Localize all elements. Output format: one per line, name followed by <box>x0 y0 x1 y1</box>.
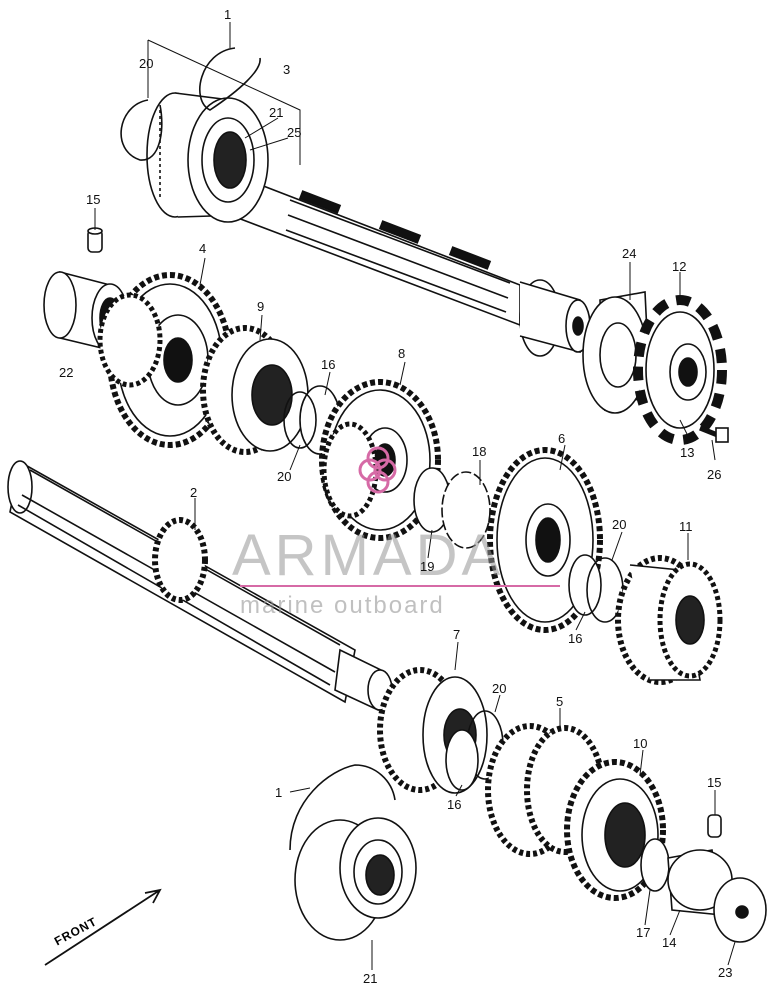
snap-ring-1-upper <box>199 47 261 111</box>
callout-24: 24 <box>622 246 637 261</box>
washer-17 <box>640 838 670 892</box>
callout-7: 7 <box>453 627 461 642</box>
upper-countershaft <box>229 173 591 357</box>
callout-18: 18 <box>472 444 487 459</box>
callout-5: 5 <box>556 694 564 709</box>
callout-23: 23 <box>718 965 733 980</box>
callout-20-right: 20 <box>612 517 627 532</box>
callout-15-lower: 15 <box>707 775 722 790</box>
drive-sprocket-12 <box>633 295 727 445</box>
snap-ring-20-mid <box>283 391 317 449</box>
callout-16-lower: 16 <box>447 797 462 812</box>
snap-ring-1-lower <box>289 764 396 851</box>
armada-logo-mark <box>358 446 397 494</box>
callout-11: 11 <box>679 519 693 534</box>
lower-bearing <box>294 817 417 941</box>
callout-15-upper: 15 <box>86 192 101 207</box>
callout-20-mid: 20 <box>277 469 292 484</box>
bolt-26 <box>699 425 729 443</box>
callout-13: 13 <box>680 445 695 460</box>
callout-21-upper: 21 <box>269 105 284 120</box>
upper-bearing <box>146 92 269 223</box>
sprocket-plate-24 <box>582 291 651 414</box>
callout-19: 19 <box>420 559 435 574</box>
snap-ring-20-right <box>586 557 624 623</box>
gear-10 <box>564 759 666 901</box>
callout-6: 6 <box>558 431 566 446</box>
callout-20-lower: 20 <box>492 681 507 696</box>
gear-9 <box>200 325 309 455</box>
gear-11 <box>615 555 723 685</box>
bushing-14 <box>667 849 733 916</box>
callout-8: 8 <box>398 346 406 361</box>
watermark-subtitle: marine outboard <box>240 592 445 619</box>
callout-9: 9 <box>257 299 265 314</box>
callout-17: 17 <box>636 925 651 940</box>
snap-ring-20-upper <box>120 99 163 161</box>
callout-14: 14 <box>662 935 677 950</box>
callout-3: 3 <box>283 62 291 77</box>
callout-1-upper: 1 <box>224 7 232 22</box>
callout-26: 26 <box>707 467 722 482</box>
callout-4: 4 <box>199 241 207 256</box>
leader-lines <box>94 22 736 970</box>
callout-25: 25 <box>287 125 302 140</box>
callout-20-upper: 20 <box>139 56 154 71</box>
callout-16-right: 16 <box>568 631 583 646</box>
washer-18 <box>441 471 491 549</box>
callout-10: 10 <box>633 736 648 751</box>
callout-22: 22 <box>59 365 74 380</box>
front-arrow <box>44 888 162 966</box>
washer-16-lower <box>445 729 479 791</box>
dowel-pin-upper <box>87 227 103 253</box>
washer-16-right <box>568 554 602 616</box>
callout-16-upper: 16 <box>321 357 336 372</box>
end-cap-23 <box>713 877 767 943</box>
callout-1-lower: 1 <box>275 785 283 800</box>
callout-21-lower: 21 <box>363 971 378 986</box>
watermark-brand: ARMADA <box>232 523 505 588</box>
dowel-pin-lower <box>707 814 722 838</box>
gear-4 <box>97 272 233 448</box>
callout-2: 2 <box>190 485 198 500</box>
callout-12: 12 <box>672 259 687 274</box>
